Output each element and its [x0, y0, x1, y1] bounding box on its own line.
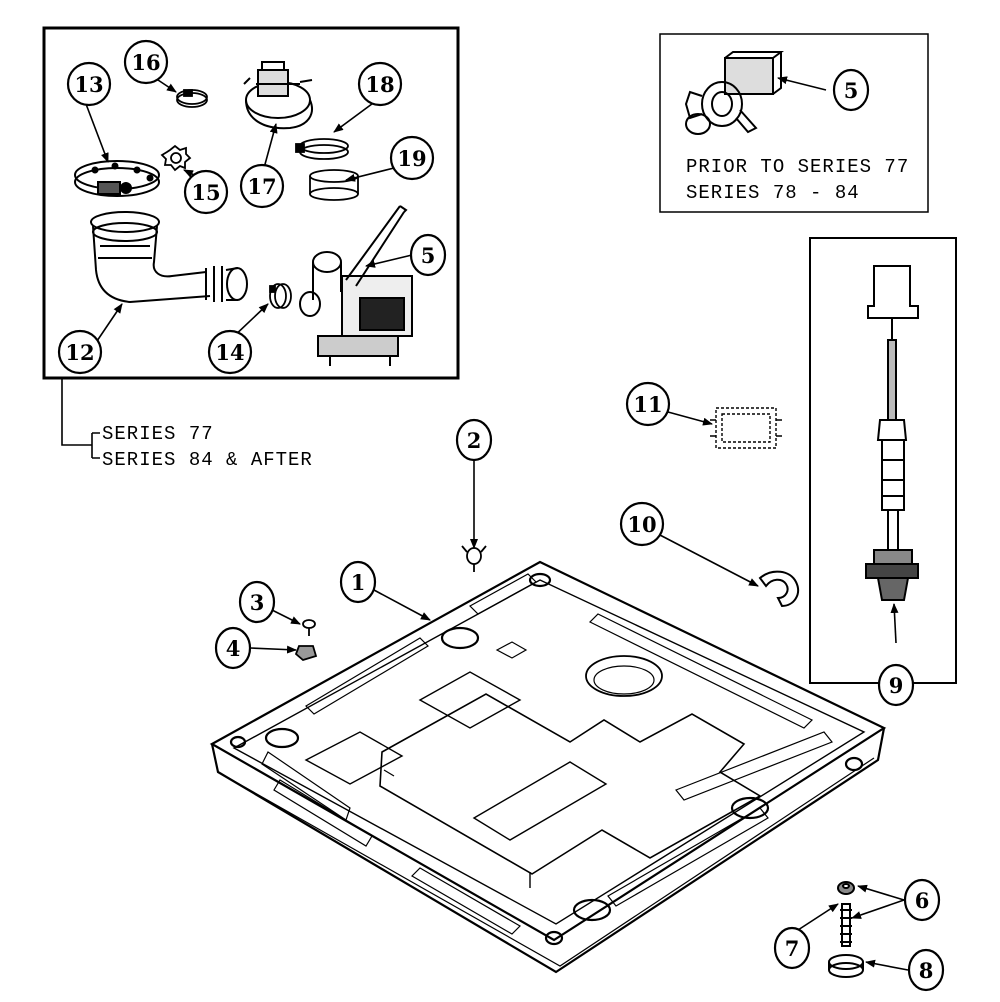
callout-1: 1: [339, 560, 377, 604]
part-4-nut: [294, 645, 318, 662]
callout-19: 19: [389, 135, 435, 181]
callout-2: 2: [455, 418, 493, 462]
series-bracket: [61, 378, 100, 459]
svg-text:10: 10: [627, 512, 656, 537]
part-11-damper-pad: [710, 407, 782, 449]
part-9-suspension-rod: [865, 265, 919, 601]
part-16-small-clamp: [176, 89, 208, 108]
callout-6: 6: [903, 878, 941, 922]
svg-text:2: 2: [467, 428, 482, 453]
part-18-clamp-ring: [295, 138, 349, 160]
svg-text:3: 3: [250, 590, 265, 615]
callout-8: 8: [907, 948, 945, 992]
svg-text:7: 7: [785, 936, 800, 961]
part-19-cap: [309, 169, 359, 201]
part-17-housing: [243, 61, 313, 130]
note-series-78-84: SERIES 78 - 84: [686, 182, 860, 204]
callout-17: 17: [239, 163, 285, 209]
svg-text:9: 9: [889, 673, 904, 698]
svg-text:18: 18: [365, 72, 394, 97]
callout-4: 4: [214, 626, 252, 670]
part-3-screw: [302, 619, 316, 636]
callout-5-prior: 5: [832, 68, 870, 112]
pump-prior-box: [659, 33, 929, 213]
callout-11: 11: [625, 381, 671, 427]
part-14-small-clamp: [269, 283, 292, 309]
note-series-84-after: SERIES 84 & AFTER: [102, 449, 313, 471]
svg-text:6: 6: [915, 888, 930, 913]
callout-3: 3: [238, 580, 276, 624]
callout-7: 7: [773, 926, 811, 970]
part-6-7-8-leveling-leg: [828, 881, 864, 978]
part-2-wing-nut: [461, 545, 487, 572]
callout-14: 14: [207, 329, 253, 375]
callout-18: 18: [357, 61, 403, 107]
svg-text:12: 12: [65, 340, 94, 365]
svg-text:1: 1: [351, 570, 366, 595]
note-prior-series-77: PRIOR TO SERIES 77: [686, 156, 909, 178]
part-5-drain-pump-inset: [299, 205, 413, 366]
callout-9: 9: [877, 663, 915, 707]
part-10-clip: [758, 570, 800, 608]
svg-text:17: 17: [247, 174, 276, 199]
callout-16: 16: [123, 39, 169, 85]
svg-text:13: 13: [74, 72, 103, 97]
inset-box: [42, 26, 460, 380]
callout-13: 13: [66, 61, 112, 107]
callout-12: 12: [57, 329, 103, 375]
svg-text:11: 11: [633, 392, 662, 417]
svg-text:8: 8: [919, 958, 934, 983]
part-5-pump-prior: [684, 51, 784, 135]
callout-15: 15: [183, 169, 229, 215]
callout-5-inset: 5: [409, 233, 447, 277]
svg-text:15: 15: [191, 180, 220, 205]
svg-text:5: 5: [844, 78, 859, 103]
svg-text:16: 16: [131, 50, 160, 75]
svg-text:4: 4: [226, 636, 241, 661]
svg-text:5: 5: [421, 243, 436, 268]
part-15-star-nut: [160, 144, 192, 172]
svg-text:14: 14: [215, 340, 244, 365]
part-1-base-frame: [209, 560, 887, 974]
svg-text:19: 19: [397, 146, 426, 171]
part-13-large-clamp: [74, 160, 160, 197]
note-series-77: SERIES 77: [102, 423, 214, 445]
part-12-drain-elbow: [90, 211, 248, 304]
callout-10: 10: [619, 501, 665, 547]
